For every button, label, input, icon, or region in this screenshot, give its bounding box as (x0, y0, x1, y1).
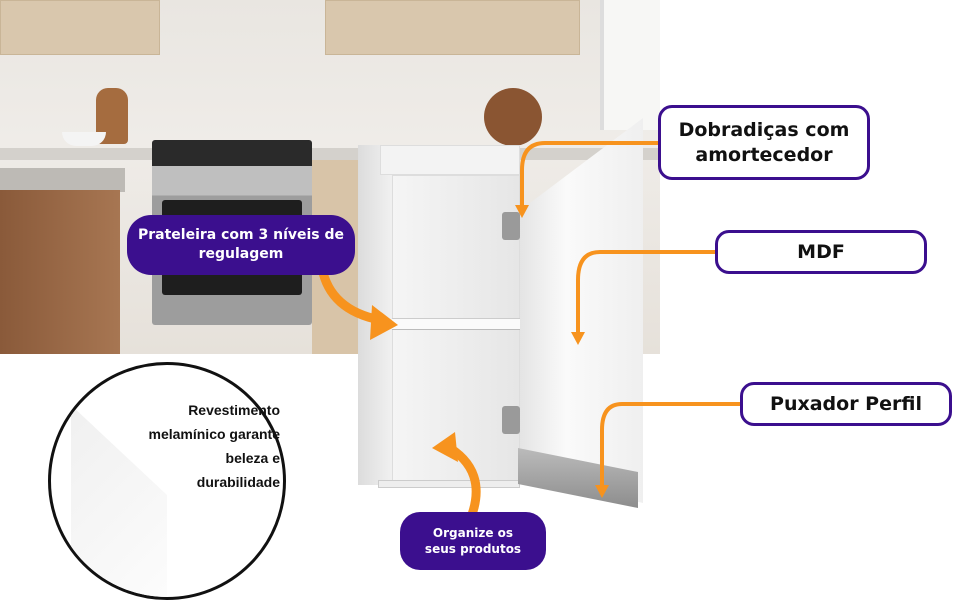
handle-arrow (600, 402, 742, 490)
hinge-icon (502, 406, 520, 434)
callout-organize: Organize os seus produtos (400, 512, 546, 570)
callout-shelf: Prateleira com 3 níveis de regulagem (127, 215, 355, 275)
hinge-arrow (520, 141, 662, 210)
mdf-arrow (576, 250, 718, 337)
cabinet-top (380, 145, 520, 175)
upper-cabinet (0, 0, 160, 55)
upper-cabinet (325, 0, 580, 55)
callout-handle: Puxador Perfil (740, 382, 952, 426)
callout-mdf: MDF (715, 230, 927, 274)
callout-coating: Revestimento melamínico garante beleza e… (148, 402, 281, 490)
cabinet-interior (392, 175, 520, 485)
round-board (484, 88, 542, 146)
hinge-icon (502, 212, 520, 240)
island-drawers (0, 190, 120, 354)
window (600, 0, 660, 130)
callout-hinges: Dobradiças com amortecedor (658, 105, 870, 180)
island-counter (0, 168, 125, 192)
cabinet-shelf (392, 318, 520, 330)
shelf-arrow (317, 263, 385, 325)
material-detail-circle (48, 362, 286, 600)
fruit-bowl (62, 132, 106, 146)
